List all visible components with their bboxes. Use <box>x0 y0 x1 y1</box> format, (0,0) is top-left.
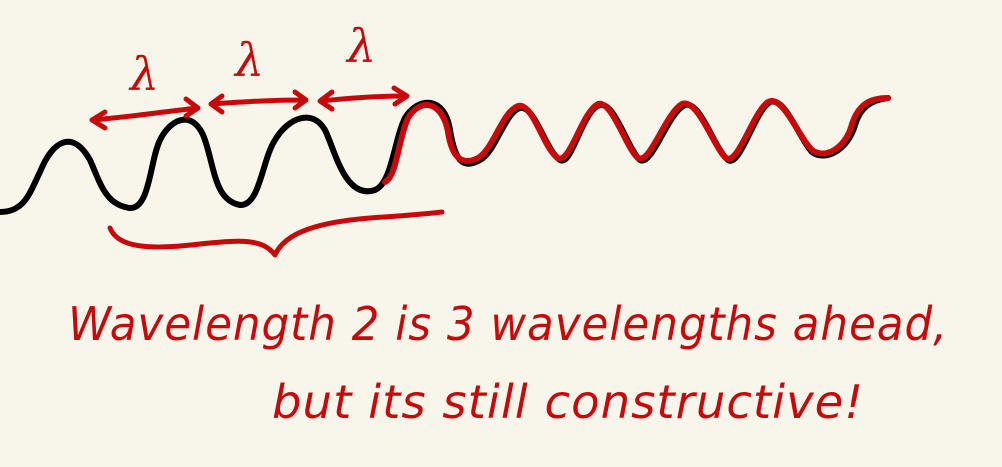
lambda-label-3: λ <box>345 19 376 73</box>
wavelength-arrow-3 <box>317 85 410 112</box>
caption-line-1: Wavelength 2 is 3 wavelengths ahead, <box>68 297 948 351</box>
wavelength-arrows <box>89 85 410 131</box>
caption-line-2: but its still constructive! <box>272 375 864 429</box>
offset-brace <box>107 209 445 258</box>
wavelength-arrow-1 <box>89 96 201 131</box>
wave-2-red <box>382 95 891 185</box>
wavelength-arrow-2 <box>208 89 309 115</box>
lambda-label-2: λ <box>233 33 264 87</box>
lambda-label-1: λ <box>128 47 159 101</box>
